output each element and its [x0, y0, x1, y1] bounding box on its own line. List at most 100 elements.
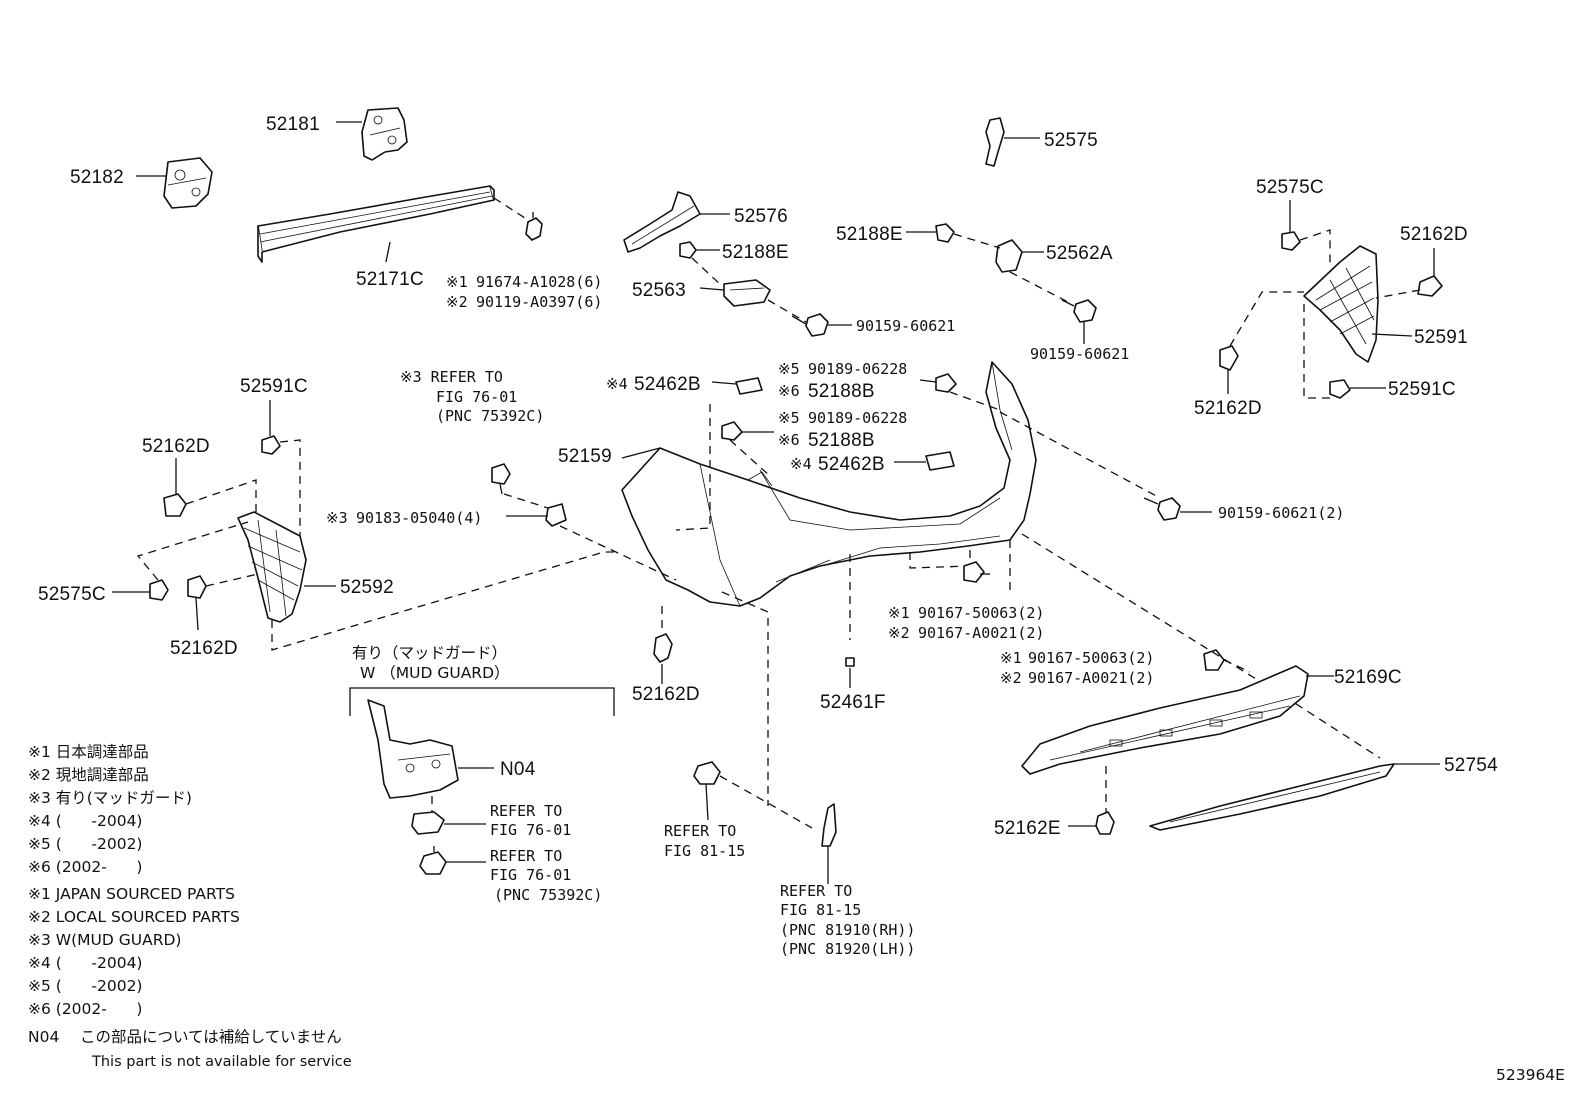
- callout-52162D-r2: 52162D: [1194, 398, 1262, 419]
- clip-52188E-right-icon: [935, 223, 955, 243]
- callout-52754: 52754: [1444, 755, 1498, 776]
- n04-note-jp: この部品については補給していません: [80, 1028, 342, 1046]
- callout-52462B-a: 52462B: [634, 374, 701, 395]
- nut-ref-7601-icon: [411, 811, 445, 835]
- bolt-90159-lower-icon: [1143, 497, 1181, 521]
- mudguard-bracket: [349, 687, 615, 716]
- nut-52591C-left-icon: [261, 435, 281, 455]
- diagram-code: 523964E: [1496, 1066, 1565, 1084]
- ref-5-line-2: FIG 81-15: [780, 901, 861, 919]
- callout-90189-b: 90189-06228: [808, 409, 907, 427]
- callout-mark-2c: ※2: [1000, 669, 1022, 687]
- callout-52162D-l: 52162D: [142, 436, 210, 457]
- clip-52188B-lower-icon: [721, 421, 743, 441]
- bolt-ref-8115-icon: [693, 761, 721, 821]
- retainer-52563-icon: [723, 279, 771, 307]
- callout-52171C: 52171C: [356, 269, 424, 290]
- retainer-52576-icon: [623, 191, 701, 253]
- clip-52188B-upper-icon: [935, 373, 957, 393]
- mudguard-label-jp: 有り（マッドガード）: [352, 644, 507, 662]
- callout-mark-2: ※2: [446, 293, 468, 311]
- clip-52162D-left-icon: [163, 493, 187, 517]
- pad-52462B-upper-icon: [735, 377, 763, 395]
- bolt-90159-icon: [791, 313, 829, 337]
- callout-90167-c: 90167-50063(2): [1028, 649, 1154, 667]
- callout-52563: 52563: [632, 280, 686, 301]
- bolt-91674-icon: [525, 212, 543, 241]
- callout-52162D-l2: 52162D: [170, 638, 238, 659]
- ref-block-5: REFER TO FIG 81-15 (PNC 81910(RH)) (PNC …: [780, 882, 915, 958]
- legend-jp-4: ※4 ( -2004): [28, 812, 142, 830]
- callout-52159: 52159: [558, 446, 612, 467]
- bracket-52181-icon: [361, 107, 408, 161]
- mudguard-N04-icon: [367, 699, 459, 799]
- callout-52169C: 52169C: [1334, 667, 1402, 688]
- bracket-52182-icon: [163, 157, 213, 209]
- ref-5-line-4: (PNC 81920(LH)): [780, 940, 915, 958]
- callout-90159-a: 90159-60621: [856, 317, 955, 335]
- clip-52575C-left-icon: [149, 579, 169, 601]
- legend-jp: ※1 日本調達部品 ※2 現地調達部品 ※3 有り(マッドガード) ※4 ( -…: [28, 743, 192, 876]
- callout-52188E-r: 52188E: [836, 224, 903, 245]
- legend-en-1: ※1 JAPAN SOURCED PARTS: [28, 885, 235, 903]
- ref-block-4: REFER TO FIG 81-15: [664, 822, 745, 860]
- callout-52162E: 52162E: [994, 818, 1061, 839]
- legend-en-3: ※3 W(MUD GUARD): [28, 931, 181, 949]
- retainer-52591-icon: [1303, 245, 1379, 363]
- callout-mark-5a: ※5: [778, 360, 800, 378]
- reflector-icon: [821, 803, 837, 847]
- legend-jp-2: ※2 現地調達部品: [28, 766, 149, 784]
- callout-mark-1: ※1: [446, 273, 468, 291]
- legend-en: ※1 JAPAN SOURCED PARTS ※2 LOCAL SOURCED …: [28, 885, 240, 1018]
- retainer-52562A-icon: [995, 239, 1023, 273]
- legend-en-5: ※5 ( -2002): [28, 977, 142, 995]
- bolt-90159-mid-icon: [1061, 299, 1097, 323]
- callout-52462B-b: 52462B: [818, 454, 885, 475]
- callout-52575C-r: 52575C: [1256, 177, 1324, 198]
- legend-jp-3: ※3 有り(マッドガード): [28, 789, 192, 807]
- callout-52576: 52576: [734, 206, 788, 227]
- callout-90183: 90183-05040(4): [356, 509, 482, 527]
- ref-5-line-1: REFER TO: [780, 882, 852, 900]
- nut-52591C-right-icon: [1329, 379, 1351, 399]
- callout-mark-3: ※3: [326, 509, 348, 527]
- callout-mark-6b: ※6: [778, 431, 800, 449]
- callout-52592: 52592: [340, 577, 394, 598]
- ref-2-line-2: FIG 76-01: [490, 821, 571, 839]
- callout-52591C-l: 52591C: [240, 376, 308, 397]
- clip-52188E-icon: [679, 241, 697, 259]
- callout-90167-a: 90167-50063(2): [918, 604, 1044, 622]
- bumper-cover-52159-icon: [621, 361, 1037, 607]
- nut-90183-icon: [545, 503, 567, 527]
- callout-52575: 52575: [1044, 130, 1098, 151]
- ref-3-line-3: (PNC 75392C): [494, 886, 602, 904]
- callout-90159-b: 90159-60621: [1030, 345, 1129, 363]
- pad-52462B-lower-icon: [925, 451, 955, 471]
- callout-mark-4b: ※4: [790, 455, 812, 473]
- legend-jp-6: ※6 (2002- ): [28, 858, 142, 876]
- clip-52162E-icon: [1095, 811, 1115, 835]
- callout-90167-d: 90167-A0021(2): [1028, 669, 1154, 687]
- callout-91674: 91674-A1028(6): [476, 273, 602, 291]
- legend-jp-5: ※5 ( -2002): [28, 835, 142, 853]
- callout-52562A: 52562A: [1046, 243, 1113, 264]
- callout-90189-a: 90189-06228: [808, 360, 907, 378]
- clip-52162D-low-icon: [1219, 345, 1239, 371]
- ref-block-1: ※3 REFER TO FIG 76-01 (PNC 75392C): [400, 368, 544, 425]
- callout-90167-b: 90167-A0021(2): [918, 624, 1044, 642]
- clip-52162D-bottom-icon: [653, 633, 673, 663]
- mudguard-label-en: W （MUD GUARD）: [360, 664, 510, 682]
- ref-1-line-1: ※3 REFER TO: [400, 368, 503, 386]
- legend-en-2: ※2 LOCAL SOURCED PARTS: [28, 908, 240, 926]
- ref-5-line-3: (PNC 81910(RH)): [780, 921, 915, 939]
- callout-52591C-r: 52591C: [1388, 379, 1456, 400]
- lower-garnish-52169C-icon: [1021, 665, 1309, 775]
- callout-mark-5b: ※5: [778, 409, 800, 427]
- callout-mark-6a: ※6: [778, 382, 800, 400]
- callout-90119: 90119-A0397(6): [476, 293, 602, 311]
- ref-1-line-3: (PNC 75392C): [436, 407, 544, 425]
- reinforcement-52171C-icon: [257, 185, 495, 263]
- ref-2-line-1: REFER TO: [490, 802, 562, 820]
- bolt-ref-7601-icon: [491, 463, 511, 495]
